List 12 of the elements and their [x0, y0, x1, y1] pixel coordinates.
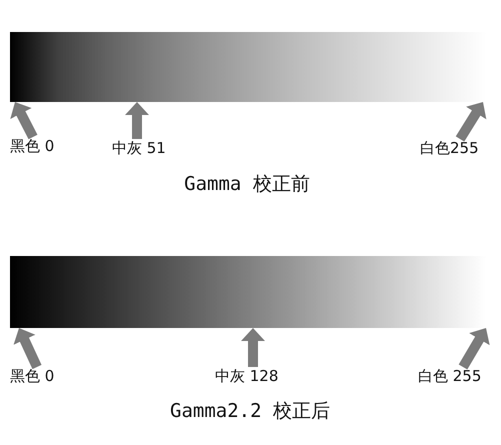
value-label: 白色255 [420, 139, 479, 157]
arrow [125, 102, 149, 139]
value-label: 中灰 51 [112, 139, 166, 157]
caption: Gamma2.2 校正后 [170, 399, 330, 423]
value-label: 黑色 0 [10, 367, 54, 385]
caption: Gamma 校正前 [184, 172, 310, 196]
arrow [241, 328, 265, 367]
arrow [10, 100, 38, 140]
value-label: 中灰 128 [215, 367, 278, 385]
value-label: 黑色 0 [10, 137, 54, 155]
value-label: 白色 255 [418, 367, 482, 385]
arrow [14, 326, 42, 370]
